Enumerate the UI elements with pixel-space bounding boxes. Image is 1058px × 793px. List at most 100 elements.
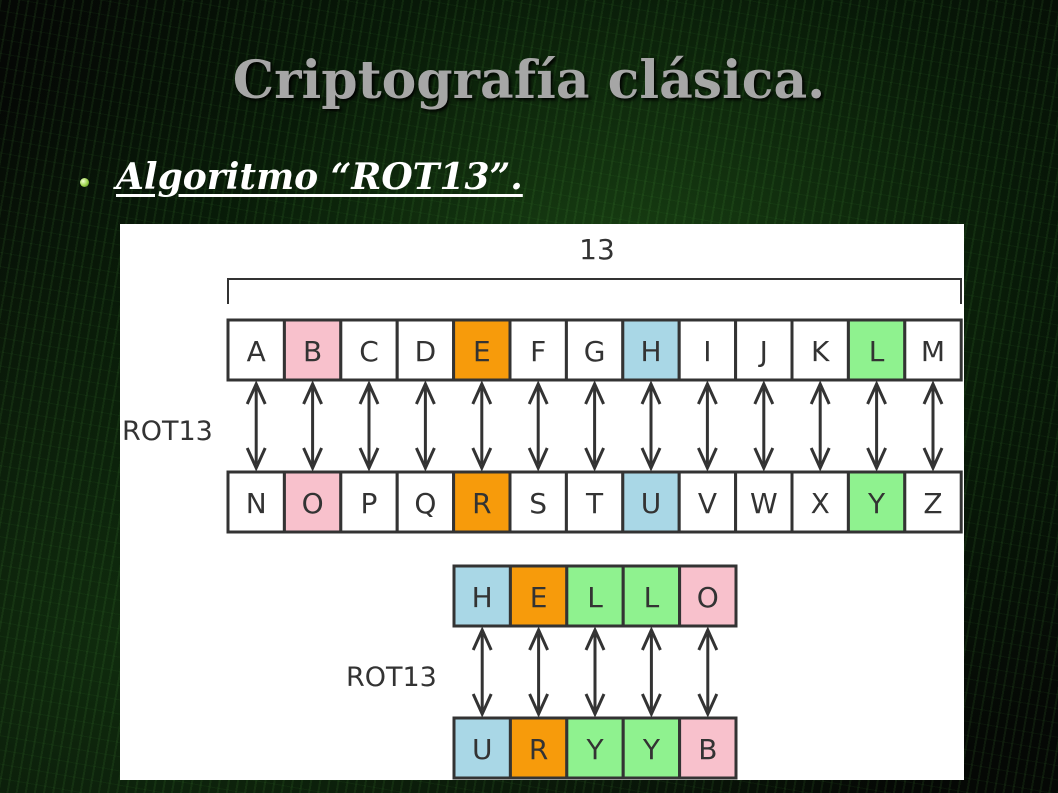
alphabet-bottom-cell-box bbox=[226, 470, 286, 534]
alphabet-bottom-letter: Q bbox=[414, 487, 436, 520]
alphabet-top-letter: A bbox=[247, 335, 266, 368]
example-top-letter: L bbox=[587, 581, 603, 614]
alphabet-top-cell-box bbox=[339, 318, 399, 382]
rot13-arrow bbox=[809, 380, 831, 472]
example-bottom-letter: U bbox=[472, 733, 493, 766]
example-bottom-letter: R bbox=[529, 733, 548, 766]
example-bottom-letter: Y bbox=[642, 733, 661, 766]
alphabet-bottom-cell: Y bbox=[846, 470, 907, 534]
alphabet-bottom-cell: T bbox=[564, 470, 625, 534]
example-arrow bbox=[584, 626, 606, 718]
alphabet-bottom-cell-box bbox=[339, 470, 399, 534]
alphabet-top-cell: K bbox=[790, 318, 850, 382]
rot13-arrow bbox=[527, 380, 549, 472]
shift-label: 13 bbox=[579, 233, 615, 266]
rot13-arrow bbox=[922, 380, 944, 472]
alphabet-bottom-letter: P bbox=[361, 487, 378, 520]
example-bottom-cell: U bbox=[452, 716, 512, 780]
alphabet-bottom-cell: Z bbox=[903, 470, 963, 534]
example-top-cell-box bbox=[565, 564, 625, 628]
alphabet-top-cell: C bbox=[339, 318, 399, 382]
alphabet-top-cell: J bbox=[734, 318, 794, 382]
alphabet-bottom-cell: S bbox=[508, 470, 568, 534]
alphabet-bottom-letter: T bbox=[585, 487, 604, 520]
alphabet-bottom-cell-box bbox=[677, 470, 738, 534]
alphabet-top-letter: B bbox=[303, 335, 322, 368]
alphabet-bottom-cell-box bbox=[508, 470, 568, 534]
bullet-text: Algoritmo “ROT13”. bbox=[116, 156, 523, 198]
alphabet-top-cell: L bbox=[846, 318, 907, 382]
example-arrow bbox=[528, 626, 549, 718]
slide-title: Criptografía clásica. bbox=[232, 50, 826, 111]
alphabet-top-cell-box bbox=[903, 318, 963, 382]
alphabet-bottom-cell-box bbox=[734, 470, 794, 534]
example-bottom-cell: Y bbox=[621, 716, 682, 780]
alphabet-bottom-cell: N bbox=[226, 470, 286, 534]
example-bottom-cell: Y bbox=[565, 716, 625, 780]
rot13-arrow bbox=[245, 380, 267, 472]
rot13-arrow bbox=[584, 380, 605, 472]
alphabet-top-cell: A bbox=[226, 318, 286, 382]
example-bottom-cell: B bbox=[678, 716, 738, 780]
alphabet-top-letter: E bbox=[473, 335, 491, 368]
example-top-cell-box bbox=[678, 564, 738, 628]
alphabet-top-cell: H bbox=[621, 318, 681, 382]
rot13-arrow bbox=[866, 380, 887, 472]
alphabet-top-cell: I bbox=[677, 318, 738, 382]
alphabet-bottom-letter: Z bbox=[923, 487, 942, 520]
alphabet-bottom-cell: W bbox=[734, 470, 794, 534]
alphabet-top-letter: D bbox=[415, 335, 437, 368]
example-bottom-cell: R bbox=[508, 716, 569, 780]
example-top-cell: L bbox=[621, 564, 682, 628]
shift-bracket bbox=[227, 278, 962, 304]
alphabet-bottom-letter: N bbox=[246, 487, 267, 520]
alphabet-top-cell: B bbox=[282, 318, 343, 382]
bullet-icon bbox=[80, 178, 89, 187]
alphabet-bottom-cell: U bbox=[621, 470, 681, 534]
alphabet-top-cell-box bbox=[564, 318, 625, 382]
rot13-arrow bbox=[753, 380, 775, 472]
alphabet-bottom-cell-box bbox=[903, 470, 963, 534]
alphabet-bottom-cell-box bbox=[846, 470, 907, 534]
alphabet-bottom-letter: W bbox=[750, 487, 778, 520]
example-top-letter: O bbox=[697, 581, 719, 614]
alphabet-bottom-cell: R bbox=[452, 470, 512, 534]
rot13-arrow bbox=[471, 380, 493, 472]
alphabet-bottom-letter: O bbox=[302, 487, 324, 520]
alphabet-bottom-cell: X bbox=[790, 470, 850, 534]
example-top-letter: L bbox=[644, 581, 660, 614]
example-arrow bbox=[697, 626, 719, 718]
alphabet-bottom-letter: S bbox=[529, 487, 547, 520]
alphabet-bottom-cell: O bbox=[282, 470, 343, 534]
alphabet-bottom-cell: P bbox=[339, 470, 399, 534]
example-bottom-cell-box bbox=[678, 716, 738, 780]
alphabet-top-cell: M bbox=[903, 318, 963, 382]
alphabet-top-letter: L bbox=[869, 335, 885, 368]
alphabet-top-letter: G bbox=[584, 335, 606, 368]
alphabet-top-letter: K bbox=[811, 335, 830, 368]
example-top-cell: E bbox=[508, 564, 569, 628]
example-arrow bbox=[641, 626, 662, 718]
alphabet-top-letter: H bbox=[640, 335, 661, 368]
rot13-arrow bbox=[415, 380, 436, 472]
alphabet-top-cell-box bbox=[282, 318, 343, 382]
example-top-letter: H bbox=[472, 581, 493, 614]
alphabet-top-letter: C bbox=[359, 335, 379, 368]
alphabet-top-letter: M bbox=[921, 335, 945, 368]
rot13-label-example: ROT13 bbox=[346, 662, 437, 693]
example-top-cell-box bbox=[452, 564, 512, 628]
example-top-cell: O bbox=[678, 564, 738, 628]
alphabet-bottom-letter: U bbox=[641, 487, 662, 520]
alphabet-bottom-letter: X bbox=[811, 487, 830, 520]
alphabet-bottom-cell-box bbox=[282, 470, 343, 534]
alphabet-bottom-letter: Y bbox=[867, 487, 886, 520]
example-top-cell-box bbox=[508, 564, 569, 628]
alphabet-bottom-cell: Q bbox=[395, 470, 456, 534]
alphabet-top-cell-box bbox=[734, 318, 794, 382]
alphabet-top-letter: F bbox=[530, 335, 546, 368]
alphabet-top-cell: G bbox=[564, 318, 625, 382]
example-bottom-letter: B bbox=[698, 733, 717, 766]
rot13-arrow bbox=[358, 380, 380, 472]
